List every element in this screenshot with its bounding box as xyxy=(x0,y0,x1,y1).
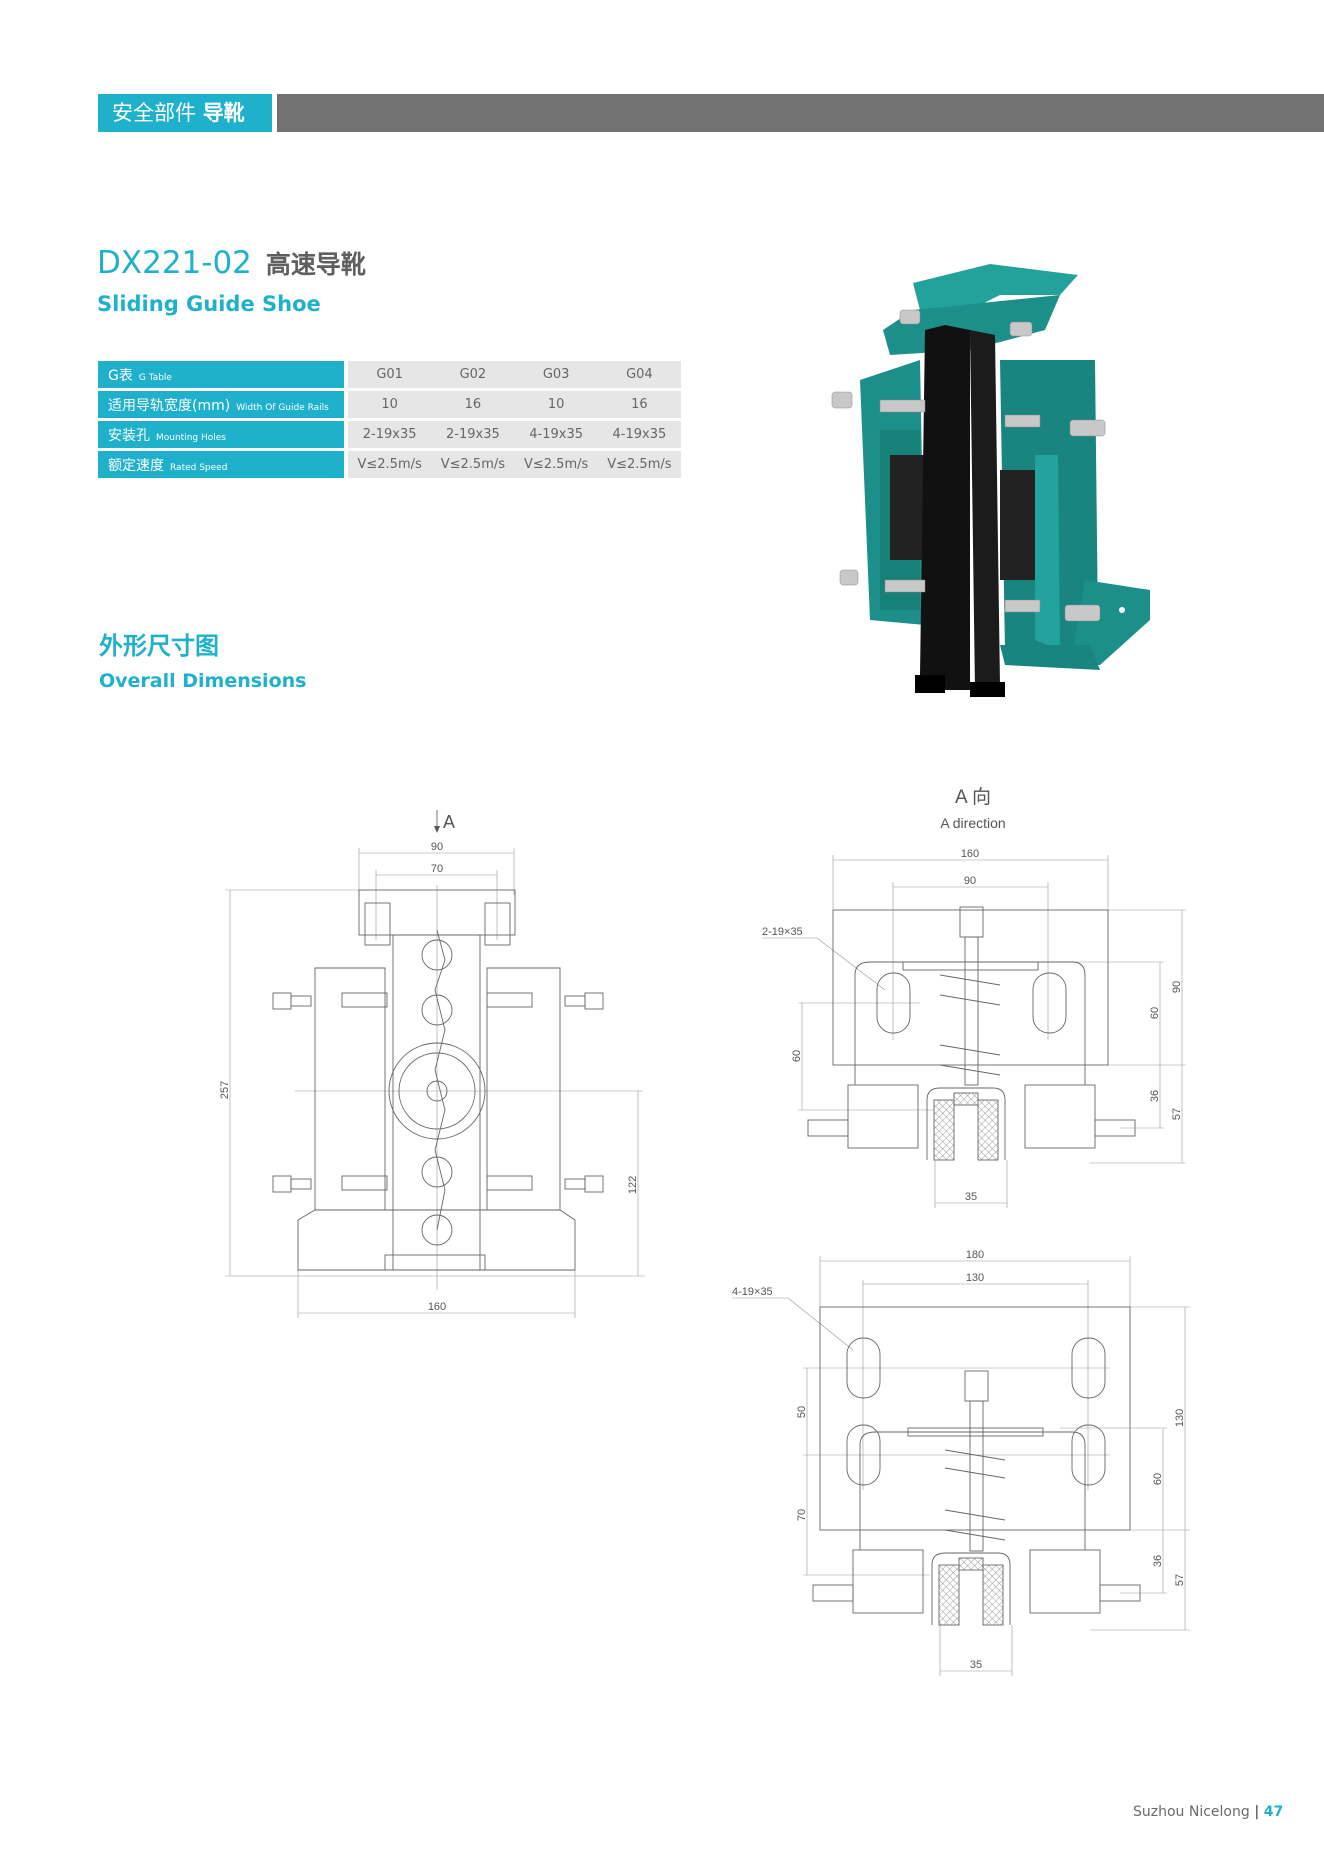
dim-label: 50 xyxy=(796,1406,808,1418)
product-photo xyxy=(831,264,1150,697)
row-label-cn: 额定速度 xyxy=(108,457,164,474)
section-label: 导靴 xyxy=(202,101,245,125)
dim-label: 70 xyxy=(796,1509,808,1521)
dim-label: 90 xyxy=(964,875,976,887)
row-label-en: Rated Speed xyxy=(170,462,228,473)
spec-cell: V≤2.5m/s xyxy=(514,451,598,478)
dimensions-title-en: Overall Dimensions xyxy=(99,670,307,692)
dim-label: 122 xyxy=(627,1176,639,1194)
spec-cell: G04 xyxy=(597,361,681,388)
spec-cell: 16 xyxy=(431,391,515,418)
dim-label: 36 xyxy=(1149,1090,1161,1102)
spec-cell: 4-19x35 xyxy=(597,421,681,448)
spec-cell: 2-19x35 xyxy=(348,421,432,448)
hole-note: 2-19×35 xyxy=(762,926,803,938)
spec-row-header: 适用导轨宽度(mm) Width Of Guide Rails xyxy=(98,391,348,418)
row-label-en: G Table xyxy=(138,372,172,383)
header-bar xyxy=(277,94,1324,132)
model-number: DX221-02 xyxy=(97,245,252,281)
section-tag: 安全部件 导靴 xyxy=(98,94,272,132)
dim-label: 160 xyxy=(428,1301,446,1313)
hole-note: 4-19×35 xyxy=(732,1286,773,1298)
spec-cell: 2-19x35 xyxy=(431,421,515,448)
spec-cell: 4-19x35 xyxy=(514,421,598,448)
dim-label: 130 xyxy=(1174,1409,1186,1427)
spec-cell: 10 xyxy=(348,391,432,418)
dim-label: 160 xyxy=(961,848,979,860)
row-label-cn: G表 xyxy=(108,367,133,384)
front-view-drawing: A 90 70 257 122 160 xyxy=(219,810,645,1318)
view-arrow-label: A xyxy=(443,812,455,832)
product-name-en: Sliding Guide Shoe xyxy=(97,292,321,316)
spec-cell: V≤2.5m/s xyxy=(348,451,432,478)
spec-cell: 16 xyxy=(597,391,681,418)
dim-label: 70 xyxy=(431,863,443,875)
dim-label: 90 xyxy=(1171,981,1183,993)
spec-cell: G01 xyxy=(348,361,432,388)
product-title: DX221-02 高速导靴 xyxy=(97,245,366,281)
a-view-4hole-drawing: 4-19×35 180 130 50 70 130 60 36 57 35 xyxy=(732,1249,1190,1676)
dim-label: 90 xyxy=(431,841,443,853)
a-view-title-en: A direction xyxy=(940,815,1005,831)
footer-separator: | xyxy=(1254,1804,1260,1820)
dim-label: 35 xyxy=(965,1191,977,1203)
row-label-cn: 适用导轨宽度(mm) xyxy=(108,397,231,414)
spec-cell: G03 xyxy=(514,361,598,388)
dim-label: 36 xyxy=(1152,1555,1164,1567)
spec-cell: V≤2.5m/s xyxy=(431,451,515,478)
spec-row-header: 安装孔 Mounting Holes xyxy=(98,421,348,448)
dim-label: 60 xyxy=(791,1050,803,1062)
dim-label: 130 xyxy=(966,1272,984,1284)
category-label: 安全部件 xyxy=(112,101,196,125)
a-view-title-cn: A 向 xyxy=(955,786,991,808)
spec-row-header: G表 G Table xyxy=(98,361,348,388)
dim-label: 60 xyxy=(1152,1473,1164,1485)
dimensions-title-cn: 外形尺寸图 xyxy=(99,632,219,660)
spec-cell: 10 xyxy=(514,391,598,418)
spec-cell: G02 xyxy=(431,361,515,388)
dim-label: 180 xyxy=(966,1249,984,1261)
product-name-cn: 高速导靴 xyxy=(265,250,366,279)
a-view-2hole-drawing: A 向 A direction 2-19×35 160 90 60 90 60 … xyxy=(762,786,1186,1208)
row-label-en: Width Of Guide Rails xyxy=(236,402,329,413)
dim-label: 57 xyxy=(1171,1108,1183,1120)
row-label-cn: 安装孔 xyxy=(108,427,150,444)
footer: Suzhou Nicelong | 47 xyxy=(1133,1804,1283,1820)
company-name: Suzhou Nicelong xyxy=(1133,1804,1250,1820)
dim-label: 35 xyxy=(970,1659,982,1671)
page-number: 47 xyxy=(1263,1804,1284,1820)
row-label-en: Mounting Holes xyxy=(156,432,226,443)
spec-row-header: 额定速度 Rated Speed xyxy=(98,451,348,478)
dim-label: 60 xyxy=(1149,1007,1161,1019)
dim-label: 57 xyxy=(1174,1574,1186,1586)
spec-cell: V≤2.5m/s xyxy=(597,451,681,478)
dim-label: 257 xyxy=(219,1081,231,1099)
